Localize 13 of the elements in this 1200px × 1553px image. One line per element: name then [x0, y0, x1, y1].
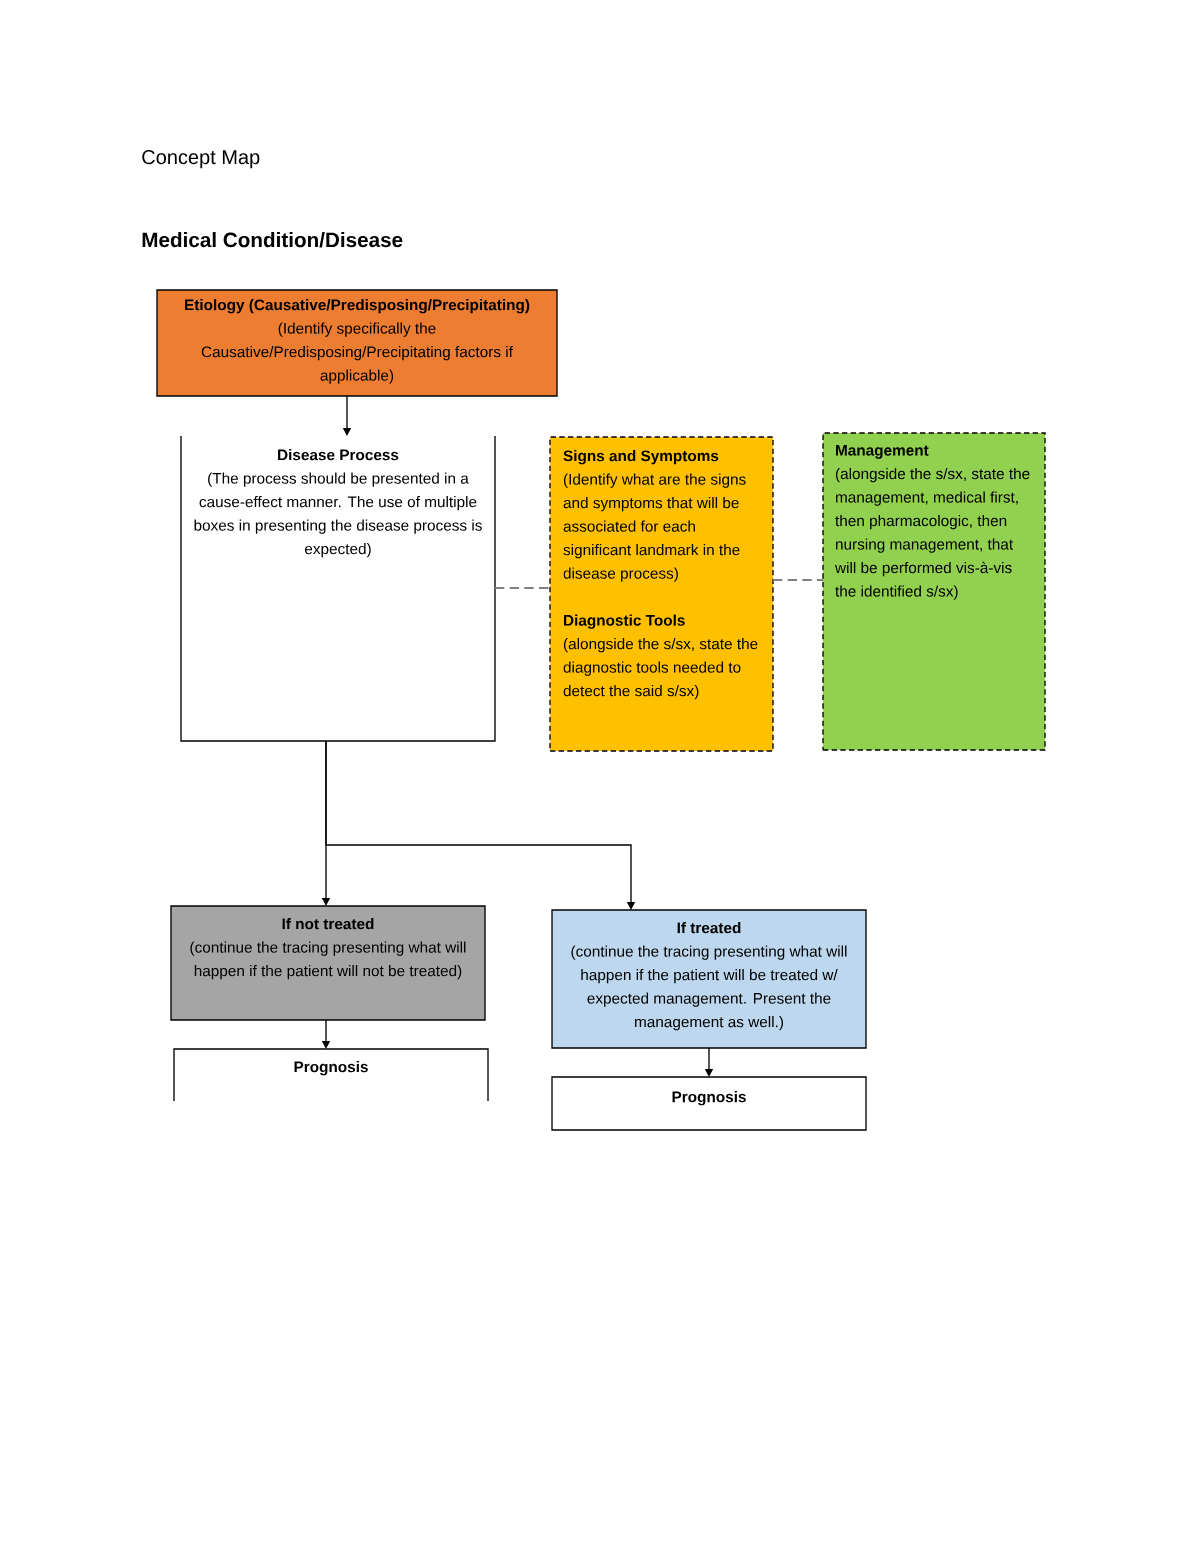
arrow	[325, 740, 636, 910]
page-title: Concept Map	[142, 150, 260, 169]
signs-symptoms-box: Signs and Symptoms (Identify what are the signs and symptoms that will be associated for each significant landmark in the disease process) Diagnostic Tools (alongside the s/sx, state the diagnostic tools needed to detect the said s/sx)	[549, 436, 774, 752]
management-box: Management (alongside the s/sx, state the management, medical first, then pharmacologic, then nursing management, that will be performed vis-à-vis the identified s/sx)	[822, 432, 1046, 751]
section-heading: Medical Condition/Disease	[142, 232, 403, 248]
untreated-outcome-box: If not treated (continue the tracing presenting what will happen if the patient will not be treated)	[170, 905, 486, 1021]
prognosis-box: Prognosis	[551, 1076, 867, 1131]
treated-outcome-box: If treated (continue the tracing presenting what will happen if the patient will be treated w/ expected management. Present the management as well.)	[551, 909, 867, 1049]
connector-line	[494, 587, 551, 589]
etiology-box: Etiology (Causative/Predisposing/Precipitating) (Identify specifically the Causative/Predisposing/Precipitating factors if applicable)	[156, 289, 558, 397]
prognosis-box: Prognosis	[173, 1048, 489, 1102]
connector-line	[772, 579, 824, 581]
disease-process-box: Disease Process (The process should be presented in a cause-effect manner. The use of multiple boxes in presenting the disease process is expected)	[180, 435, 496, 742]
